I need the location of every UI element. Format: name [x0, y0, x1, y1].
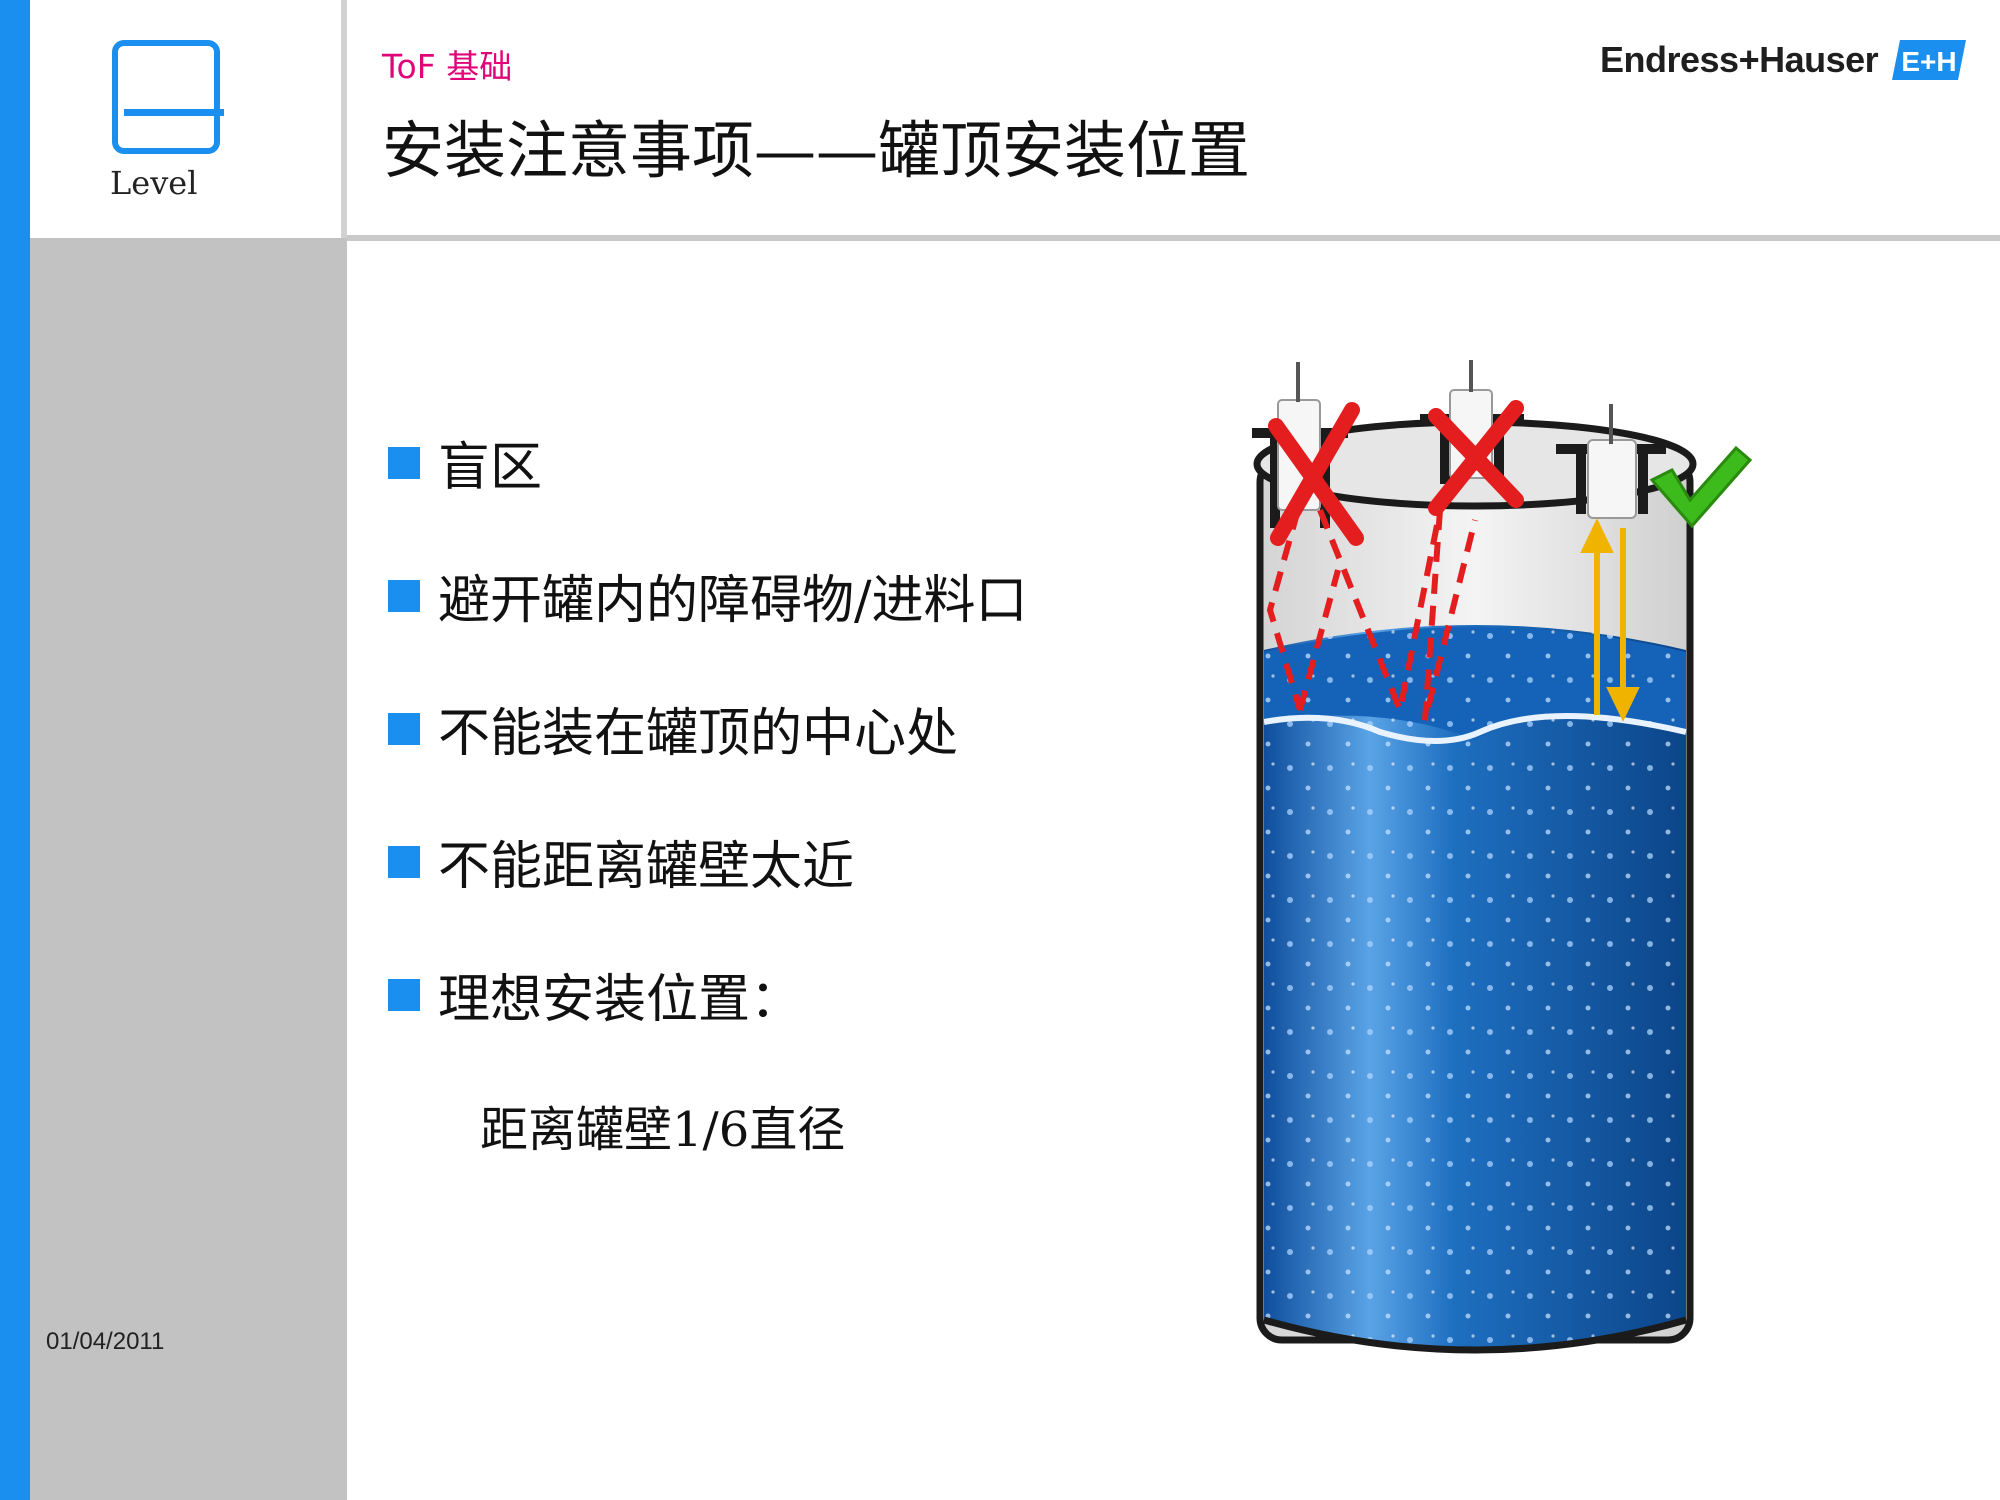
- good-beam-arrows: [1580, 518, 1640, 722]
- svg-text:E+H: E+H: [1902, 46, 1957, 77]
- brand-logo: Endress+Hauser E+H: [1600, 38, 1967, 82]
- bullet-square-icon: [388, 846, 420, 878]
- bullet-square-icon: [388, 580, 420, 612]
- slide-date: 01/04/2011: [46, 1328, 165, 1355]
- bullet-square-icon: [388, 979, 420, 1011]
- ideal-position-note: 距离罐壁1/6直径: [480, 1102, 846, 1158]
- green-check-icon: [1649, 445, 1753, 529]
- header-divider-vertical: [341, 0, 347, 238]
- bullet-square-icon: [388, 713, 420, 745]
- bullet-square-icon: [388, 447, 420, 479]
- red-x-icon: [1428, 400, 1524, 516]
- level-label: Level: [110, 164, 198, 202]
- brand-name: Endress+Hauser: [1600, 39, 1879, 80]
- bad-echo-paths: [1266, 508, 1478, 721]
- tank-illustration: [1252, 360, 1753, 1354]
- header-divider-horizontal: [347, 235, 2000, 241]
- section-kicker: ToF 基础: [382, 47, 513, 86]
- eh-logo-icon: E+H: [1892, 40, 1967, 80]
- left-accent-strip: [0, 0, 30, 1500]
- sidebar-panel: [30, 238, 347, 1500]
- red-x-icon: [1268, 402, 1364, 546]
- level-icon: [112, 40, 224, 154]
- level-logo: Level: [110, 40, 230, 204]
- right-nozzle: [1556, 404, 1666, 519]
- sensor-icon: [1587, 439, 1637, 519]
- page-title: 安装注意事项——罐顶安装位置: [382, 114, 1251, 187]
